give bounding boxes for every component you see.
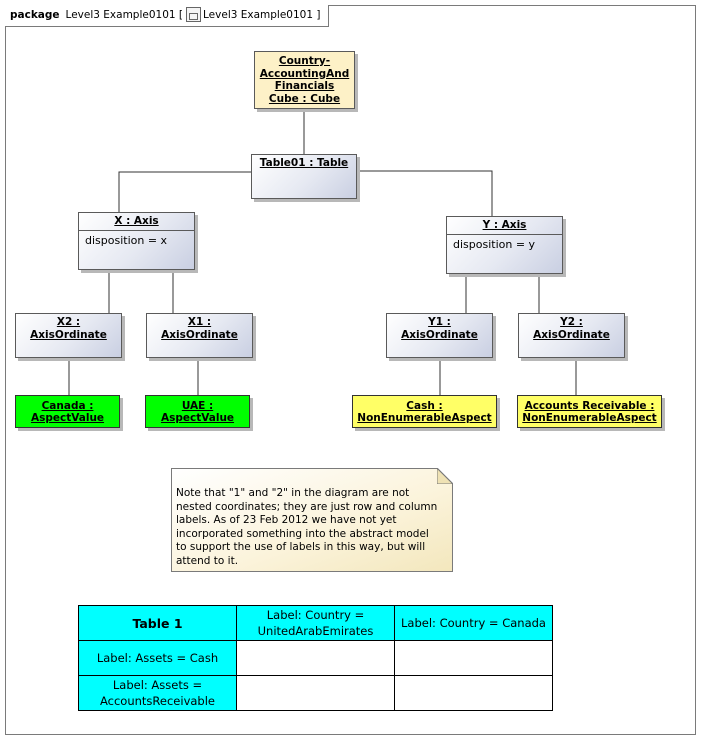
row-header-accounts-receivable: Label: Assets = AccountsReceivable xyxy=(78,675,237,711)
uae-line2: AspectValue xyxy=(160,411,235,424)
y-axis-attribute: disposition = y xyxy=(453,238,536,251)
note-line: attend to it. xyxy=(176,554,239,567)
cube-label-line: Country- xyxy=(278,55,331,67)
row-header-ar-line2: AccountsReceivable xyxy=(100,694,215,708)
uae-aspect-node[interactable]: UAE : AspectValue xyxy=(145,395,250,428)
note-line: Note that "1" and "2" in the diagram are… xyxy=(176,487,410,499)
x-axis-title: X : Axis xyxy=(114,215,159,227)
cube-label-line: Cube : Cube xyxy=(268,92,341,105)
canada-line1: Canada : xyxy=(41,399,94,412)
diagram-icon xyxy=(186,6,202,22)
cube-node[interactable]: Country- AccountingAnd Financials Cube :… xyxy=(254,51,355,109)
table-cell xyxy=(394,675,553,711)
x-axis-node[interactable]: X : Axis disposition = x xyxy=(78,212,195,270)
canada-line2: AspectValue xyxy=(30,411,105,424)
diagram-frame xyxy=(5,5,696,735)
table-node-title: Table01 : Table xyxy=(259,157,349,169)
frame-name: Level3 Example0101 xyxy=(65,9,176,21)
y-axis-title: Y : Axis xyxy=(482,219,527,231)
x1-ordinate-title: X1 : AxisOrdinate xyxy=(161,316,238,341)
table-title-cell: Table 1 xyxy=(78,605,237,641)
col-header-uae: Label: Country = UnitedArabEmirates xyxy=(236,605,395,641)
uae-line1: UAE : xyxy=(181,399,214,412)
table-cell xyxy=(236,675,395,711)
label-table: Table 1 Label: Country = UnitedArabEmira… xyxy=(78,605,553,711)
accounts-receivable-aspect-node[interactable]: Accounts Receivable : NonEnumerableAspec… xyxy=(517,395,662,428)
y1-ordinate-title: Y1 : AxisOrdinate xyxy=(401,316,478,341)
edge-table-x xyxy=(118,171,252,212)
note-fold-corner xyxy=(437,468,453,484)
note-line: incorporated something into the abstract… xyxy=(176,527,429,540)
row-header-ar-line1: Label: Assets = xyxy=(112,678,203,692)
y1-ordinate-node[interactable]: Y1 : AxisOrdinate xyxy=(386,313,493,358)
table-node[interactable]: Table01 : Table xyxy=(251,154,357,199)
table-cell xyxy=(394,640,553,676)
col-header-uae-line2: UnitedArabEmirates xyxy=(257,624,374,638)
edge-table-y xyxy=(357,170,493,216)
x-axis-attribute: disposition = x xyxy=(85,234,168,247)
note-line: labels. As of 23 Feb 2012 we have not ye… xyxy=(176,514,397,526)
note-line: nested coordinates; they are just row an… xyxy=(176,500,438,513)
frame-keyword: package xyxy=(10,9,60,21)
y-axis-node[interactable]: Y : Axis disposition = y xyxy=(446,216,563,274)
y2-ordinate-node[interactable]: Y2 : AxisOrdinate xyxy=(518,313,625,358)
col-header-canada: Label: Country = Canada xyxy=(394,605,553,641)
x2-ordinate-title: X2 : AxisOrdinate xyxy=(30,316,107,341)
col-header-uae-line1: Label: Country = xyxy=(266,608,365,622)
table-cell xyxy=(236,640,395,676)
x1-ordinate-node[interactable]: X1 : AxisOrdinate xyxy=(146,313,253,358)
cash-aspect-node[interactable]: Cash : NonEnumerableAspect xyxy=(352,395,497,428)
cash-line1: Cash : xyxy=(406,399,443,412)
ar-line2: NonEnumerableAspect xyxy=(522,411,657,424)
cash-line2: NonEnumerableAspect xyxy=(357,411,492,424)
y2-ordinate-title: Y2 : AxisOrdinate xyxy=(533,316,610,341)
frame-diagram-name: Level3 Example0101 xyxy=(203,9,314,21)
cube-label-line: Financials xyxy=(274,80,335,92)
frame-bracket-close: ] xyxy=(316,9,321,21)
note-line: to support the use of labels in this way… xyxy=(176,541,426,553)
cube-label-line: AccountingAnd xyxy=(259,67,350,80)
ar-line1: Accounts Receivable : xyxy=(524,399,655,412)
x2-ordinate-node[interactable]: X2 : AxisOrdinate xyxy=(15,313,122,358)
frame-bracket-open: [ xyxy=(178,9,184,21)
canada-aspect-node[interactable]: Canada : AspectValue xyxy=(15,395,120,428)
comment-note[interactable]: Note that "1" and "2" in the diagram are… xyxy=(171,468,453,572)
row-header-cash: Label: Assets = Cash xyxy=(78,640,237,676)
